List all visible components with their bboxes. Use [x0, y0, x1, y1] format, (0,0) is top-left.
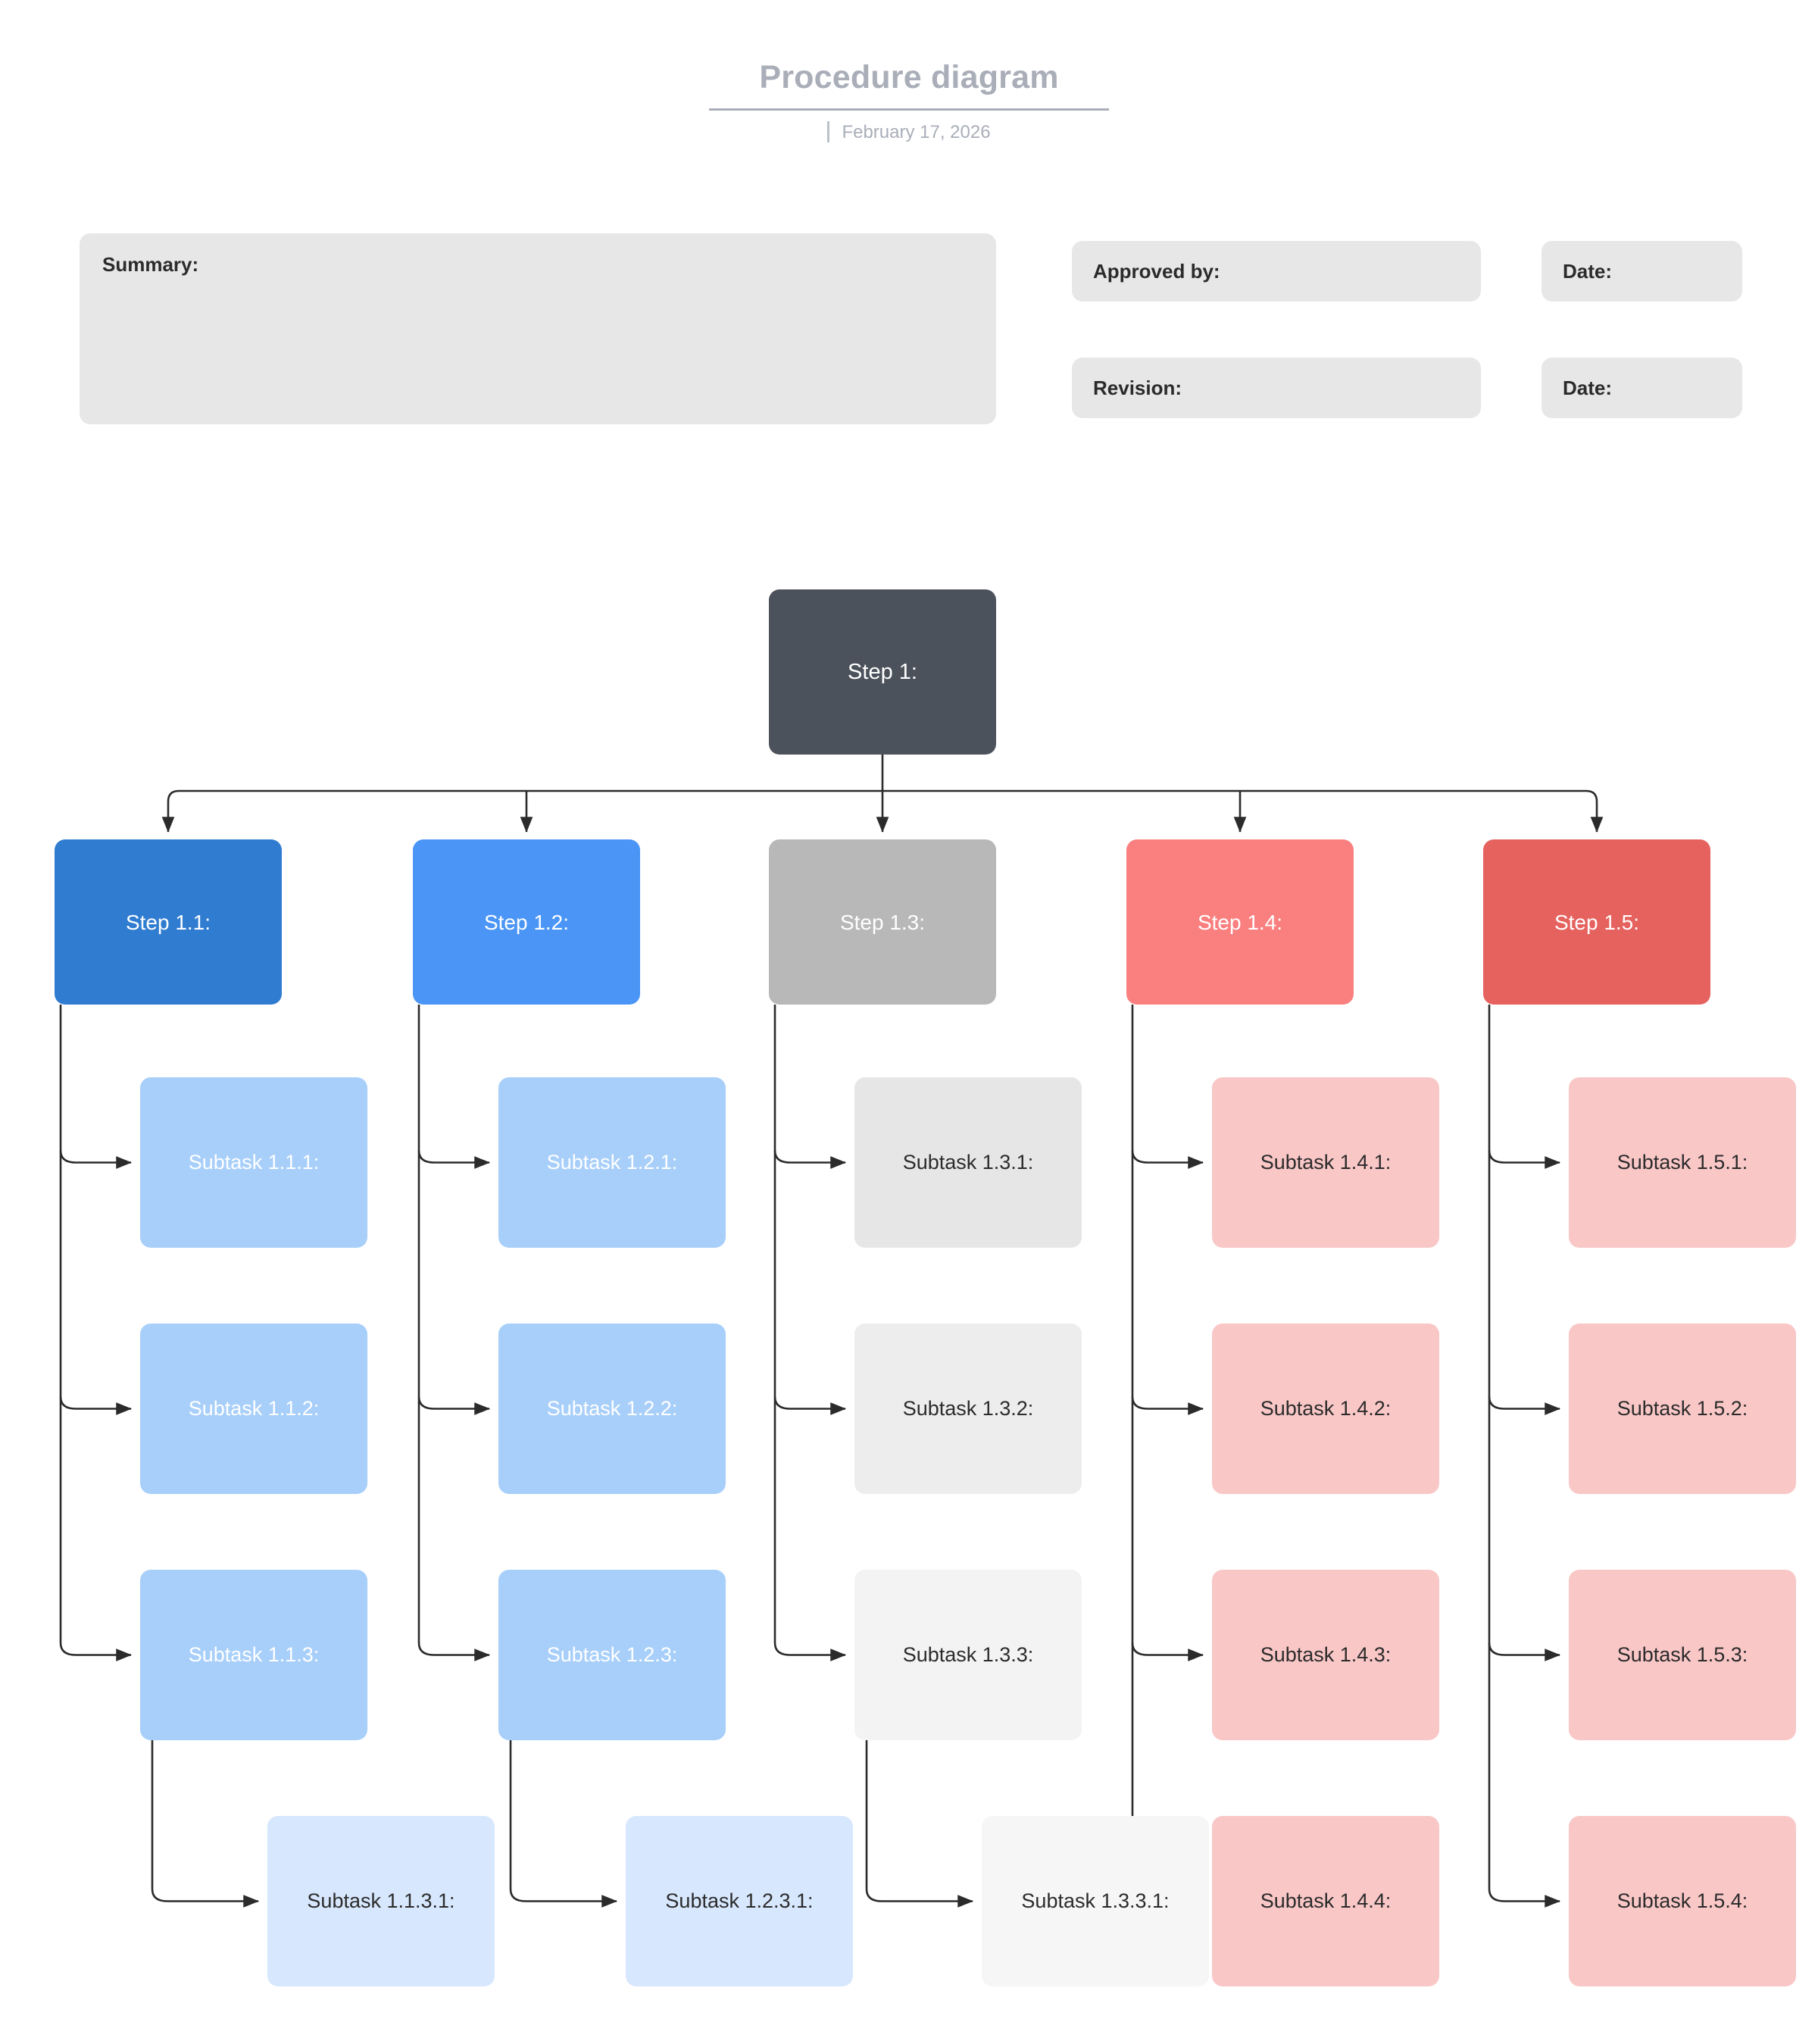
node-subtask-1-2-3-1[interactable]: Subtask 1.2.3.1: — [626, 1816, 853, 1986]
node-label: Step 1: — [848, 659, 917, 684]
node-label: Step 1.5: — [1554, 910, 1640, 934]
node-label: Subtask 1.5.1: — [1617, 1150, 1748, 1174]
node-label: Subtask 1.3.1: — [902, 1150, 1034, 1174]
node-subtask-1-5-2[interactable]: Subtask 1.5.2: — [1569, 1324, 1796, 1494]
node-subtask-1-1-3-1[interactable]: Subtask 1.1.3.1: — [267, 1816, 495, 1986]
node-label: Subtask 1.4.4: — [1260, 1889, 1392, 1912]
node-step-1-4[interactable]: Step 1.4: — [1126, 839, 1354, 1005]
node-step-1[interactable]: Step 1: — [769, 589, 996, 755]
revision-field[interactable]: Revision: — [1072, 358, 1481, 418]
approved-date-label: Date: — [1563, 259, 1613, 283]
node-label: Subtask 1.5.2: — [1617, 1396, 1748, 1420]
node-step-1-5[interactable]: Step 1.5: — [1483, 839, 1710, 1005]
node-label: Subtask 1.5.3: — [1617, 1642, 1748, 1666]
node-subtask-1-1-3[interactable]: Subtask 1.1.3: — [140, 1570, 367, 1740]
revision-date-field[interactable]: Date: — [1542, 358, 1742, 418]
node-subtask-1-4-3[interactable]: Subtask 1.4.3: — [1212, 1570, 1439, 1740]
node-label: Subtask 1.4.3: — [1260, 1642, 1392, 1666]
node-step-1-1[interactable]: Step 1.1: — [55, 839, 282, 1005]
node-step-1-3[interactable]: Step 1.3: — [769, 839, 996, 1005]
node-label: Subtask 1.3.3.1: — [1021, 1889, 1170, 1912]
node-subtask-1-5-4[interactable]: Subtask 1.5.4: — [1569, 1816, 1796, 1986]
node-label: Subtask 1.1.1: — [188, 1150, 320, 1174]
node-label: Subtask 1.5.4: — [1617, 1889, 1748, 1912]
summary-label: Summary: — [102, 253, 199, 276]
node-subtask-1-3-1[interactable]: Subtask 1.3.1: — [854, 1077, 1082, 1248]
node-label: Subtask 1.4.2: — [1260, 1396, 1392, 1420]
node-subtask-1-2-3[interactable]: Subtask 1.2.3: — [498, 1570, 726, 1740]
node-subtask-1-2-1[interactable]: Subtask 1.2.1: — [498, 1077, 726, 1248]
node-label: Step 1.4: — [1197, 910, 1283, 934]
node-label: Subtask 1.3.3: — [902, 1642, 1034, 1666]
approved-by-field[interactable]: Approved by: — [1072, 241, 1481, 302]
page-title: Procedure diagram — [709, 59, 1109, 111]
approved-by-label: Approved by: — [1093, 259, 1220, 283]
node-subtask-1-1-2[interactable]: Subtask 1.1.2: — [140, 1324, 367, 1494]
revision-date-label: Date: — [1563, 376, 1613, 399]
node-label: Step 1.2: — [483, 910, 570, 934]
node-subtask-1-1-1[interactable]: Subtask 1.1.1: — [140, 1077, 367, 1248]
node-label: Subtask 1.2.3.1: — [665, 1889, 814, 1912]
node-subtask-1-3-3-1[interactable]: Subtask 1.3.3.1: — [982, 1816, 1209, 1986]
node-label: Step 1.3: — [839, 910, 926, 934]
node-label: Subtask 1.1.3.1: — [307, 1889, 455, 1912]
node-subtask-1-3-3[interactable]: Subtask 1.3.3: — [854, 1570, 1082, 1740]
approved-date-field[interactable]: Date: — [1542, 241, 1742, 302]
date-divider-icon — [827, 121, 830, 142]
revision-label: Revision: — [1093, 376, 1182, 399]
node-subtask-1-5-1[interactable]: Subtask 1.5.1: — [1569, 1077, 1796, 1248]
node-subtask-1-5-3[interactable]: Subtask 1.5.3: — [1569, 1570, 1796, 1740]
document-header: Procedure diagram February 17, 2026 — [0, 59, 1818, 143]
node-subtask-1-3-2[interactable]: Subtask 1.3.2: — [854, 1324, 1082, 1494]
node-label: Subtask 1.2.1: — [546, 1150, 678, 1174]
node-subtask-1-2-2[interactable]: Subtask 1.2.2: — [498, 1324, 726, 1494]
node-label: Step 1.1: — [125, 910, 211, 934]
node-label: Subtask 1.2.2: — [546, 1396, 678, 1420]
summary-field[interactable]: Summary: — [80, 233, 996, 424]
node-subtask-1-4-2[interactable]: Subtask 1.4.2: — [1212, 1324, 1439, 1494]
node-label: Subtask 1.2.3: — [546, 1642, 678, 1666]
document-date-row: February 17, 2026 — [0, 121, 1818, 143]
node-step-1-2[interactable]: Step 1.2: — [413, 839, 640, 1005]
node-label: Subtask 1.1.3: — [188, 1642, 320, 1666]
node-label: Subtask 1.4.1: — [1260, 1150, 1392, 1174]
node-label: Subtask 1.1.2: — [188, 1396, 320, 1420]
document-date: February 17, 2026 — [842, 122, 991, 142]
node-subtask-1-4-4[interactable]: Subtask 1.4.4: — [1212, 1816, 1439, 1986]
node-subtask-1-4-1[interactable]: Subtask 1.4.1: — [1212, 1077, 1439, 1248]
node-label: Subtask 1.3.2: — [902, 1396, 1034, 1420]
